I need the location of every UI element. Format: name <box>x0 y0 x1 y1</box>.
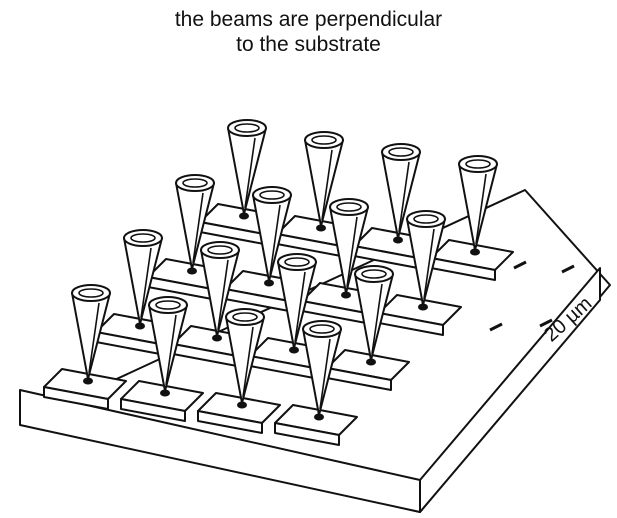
emitter-rim <box>148 296 188 314</box>
contact-pad-edge <box>274 422 340 446</box>
emitter-opening <box>336 202 362 212</box>
emitter-opening <box>207 245 233 255</box>
emitter-base <box>212 334 222 342</box>
emitter-opening <box>234 123 260 133</box>
substrate-side-face <box>419 267 601 513</box>
caption-line-2: to the substrate <box>236 33 381 56</box>
emitter-rim <box>227 119 267 137</box>
emitter-rim <box>381 143 421 161</box>
emitter-opening <box>232 312 258 322</box>
emitter-cell <box>43 284 127 410</box>
emitter-cell <box>172 241 256 367</box>
emitter-cell <box>197 308 281 434</box>
emitter-base <box>135 322 145 330</box>
emitter-opening <box>309 324 335 334</box>
emitter-rim <box>458 155 498 173</box>
emitter-base <box>237 401 247 409</box>
emitter-cell <box>224 186 308 312</box>
emitter-rim <box>252 186 292 204</box>
contact-pad-edge <box>43 386 109 410</box>
emitter-rim <box>225 308 265 326</box>
emitter-base <box>160 389 170 397</box>
emitter-base <box>470 248 480 256</box>
emitter-rim <box>123 229 163 247</box>
contact-pad-edge <box>197 410 263 434</box>
emitter-base <box>418 303 428 311</box>
emitter-opening <box>284 257 310 267</box>
emitter-opening <box>259 190 285 200</box>
emitter-grid <box>43 119 514 446</box>
scale-marker <box>489 260 575 332</box>
emitter-base <box>239 212 249 220</box>
emitter-base <box>366 358 376 366</box>
emitter-base <box>341 291 351 299</box>
emitter-opening <box>413 214 439 224</box>
emitter-cell <box>430 155 514 281</box>
emitter-opening <box>182 178 208 188</box>
emitter-rim <box>175 174 215 192</box>
emitter-opening <box>465 159 491 169</box>
emitter-base <box>83 377 93 385</box>
emitter-cell <box>326 265 410 391</box>
emitter-base <box>289 346 299 354</box>
emitter-opening <box>78 288 104 298</box>
emitter-opening <box>130 233 156 243</box>
emitter-cell <box>147 174 231 300</box>
emitter-rim <box>200 241 240 259</box>
emitter-opening <box>388 147 414 157</box>
emitter-base <box>264 279 274 287</box>
emitter-rim <box>304 131 344 149</box>
emitter-rim <box>302 320 342 338</box>
emitter-opening <box>155 300 181 310</box>
emitter-rim <box>354 265 394 283</box>
emitter-cell <box>274 320 358 446</box>
contact-pad-edge <box>120 398 186 422</box>
emitter-cell <box>378 210 462 336</box>
emitter-opening <box>361 269 387 279</box>
emitter-rim <box>71 284 111 302</box>
emitter-base <box>316 224 326 232</box>
emitter-cell <box>120 296 204 422</box>
emitter-base <box>314 413 324 421</box>
emitter-base <box>393 236 403 244</box>
emitter-rim <box>329 198 369 216</box>
emitter-base <box>187 267 197 275</box>
emitter-opening <box>311 135 337 145</box>
emitter-cell <box>301 198 385 324</box>
caption-line-1: the beams are perpendicular <box>174 8 443 31</box>
emitter-rim <box>406 210 446 228</box>
emitter-rim <box>277 253 317 271</box>
